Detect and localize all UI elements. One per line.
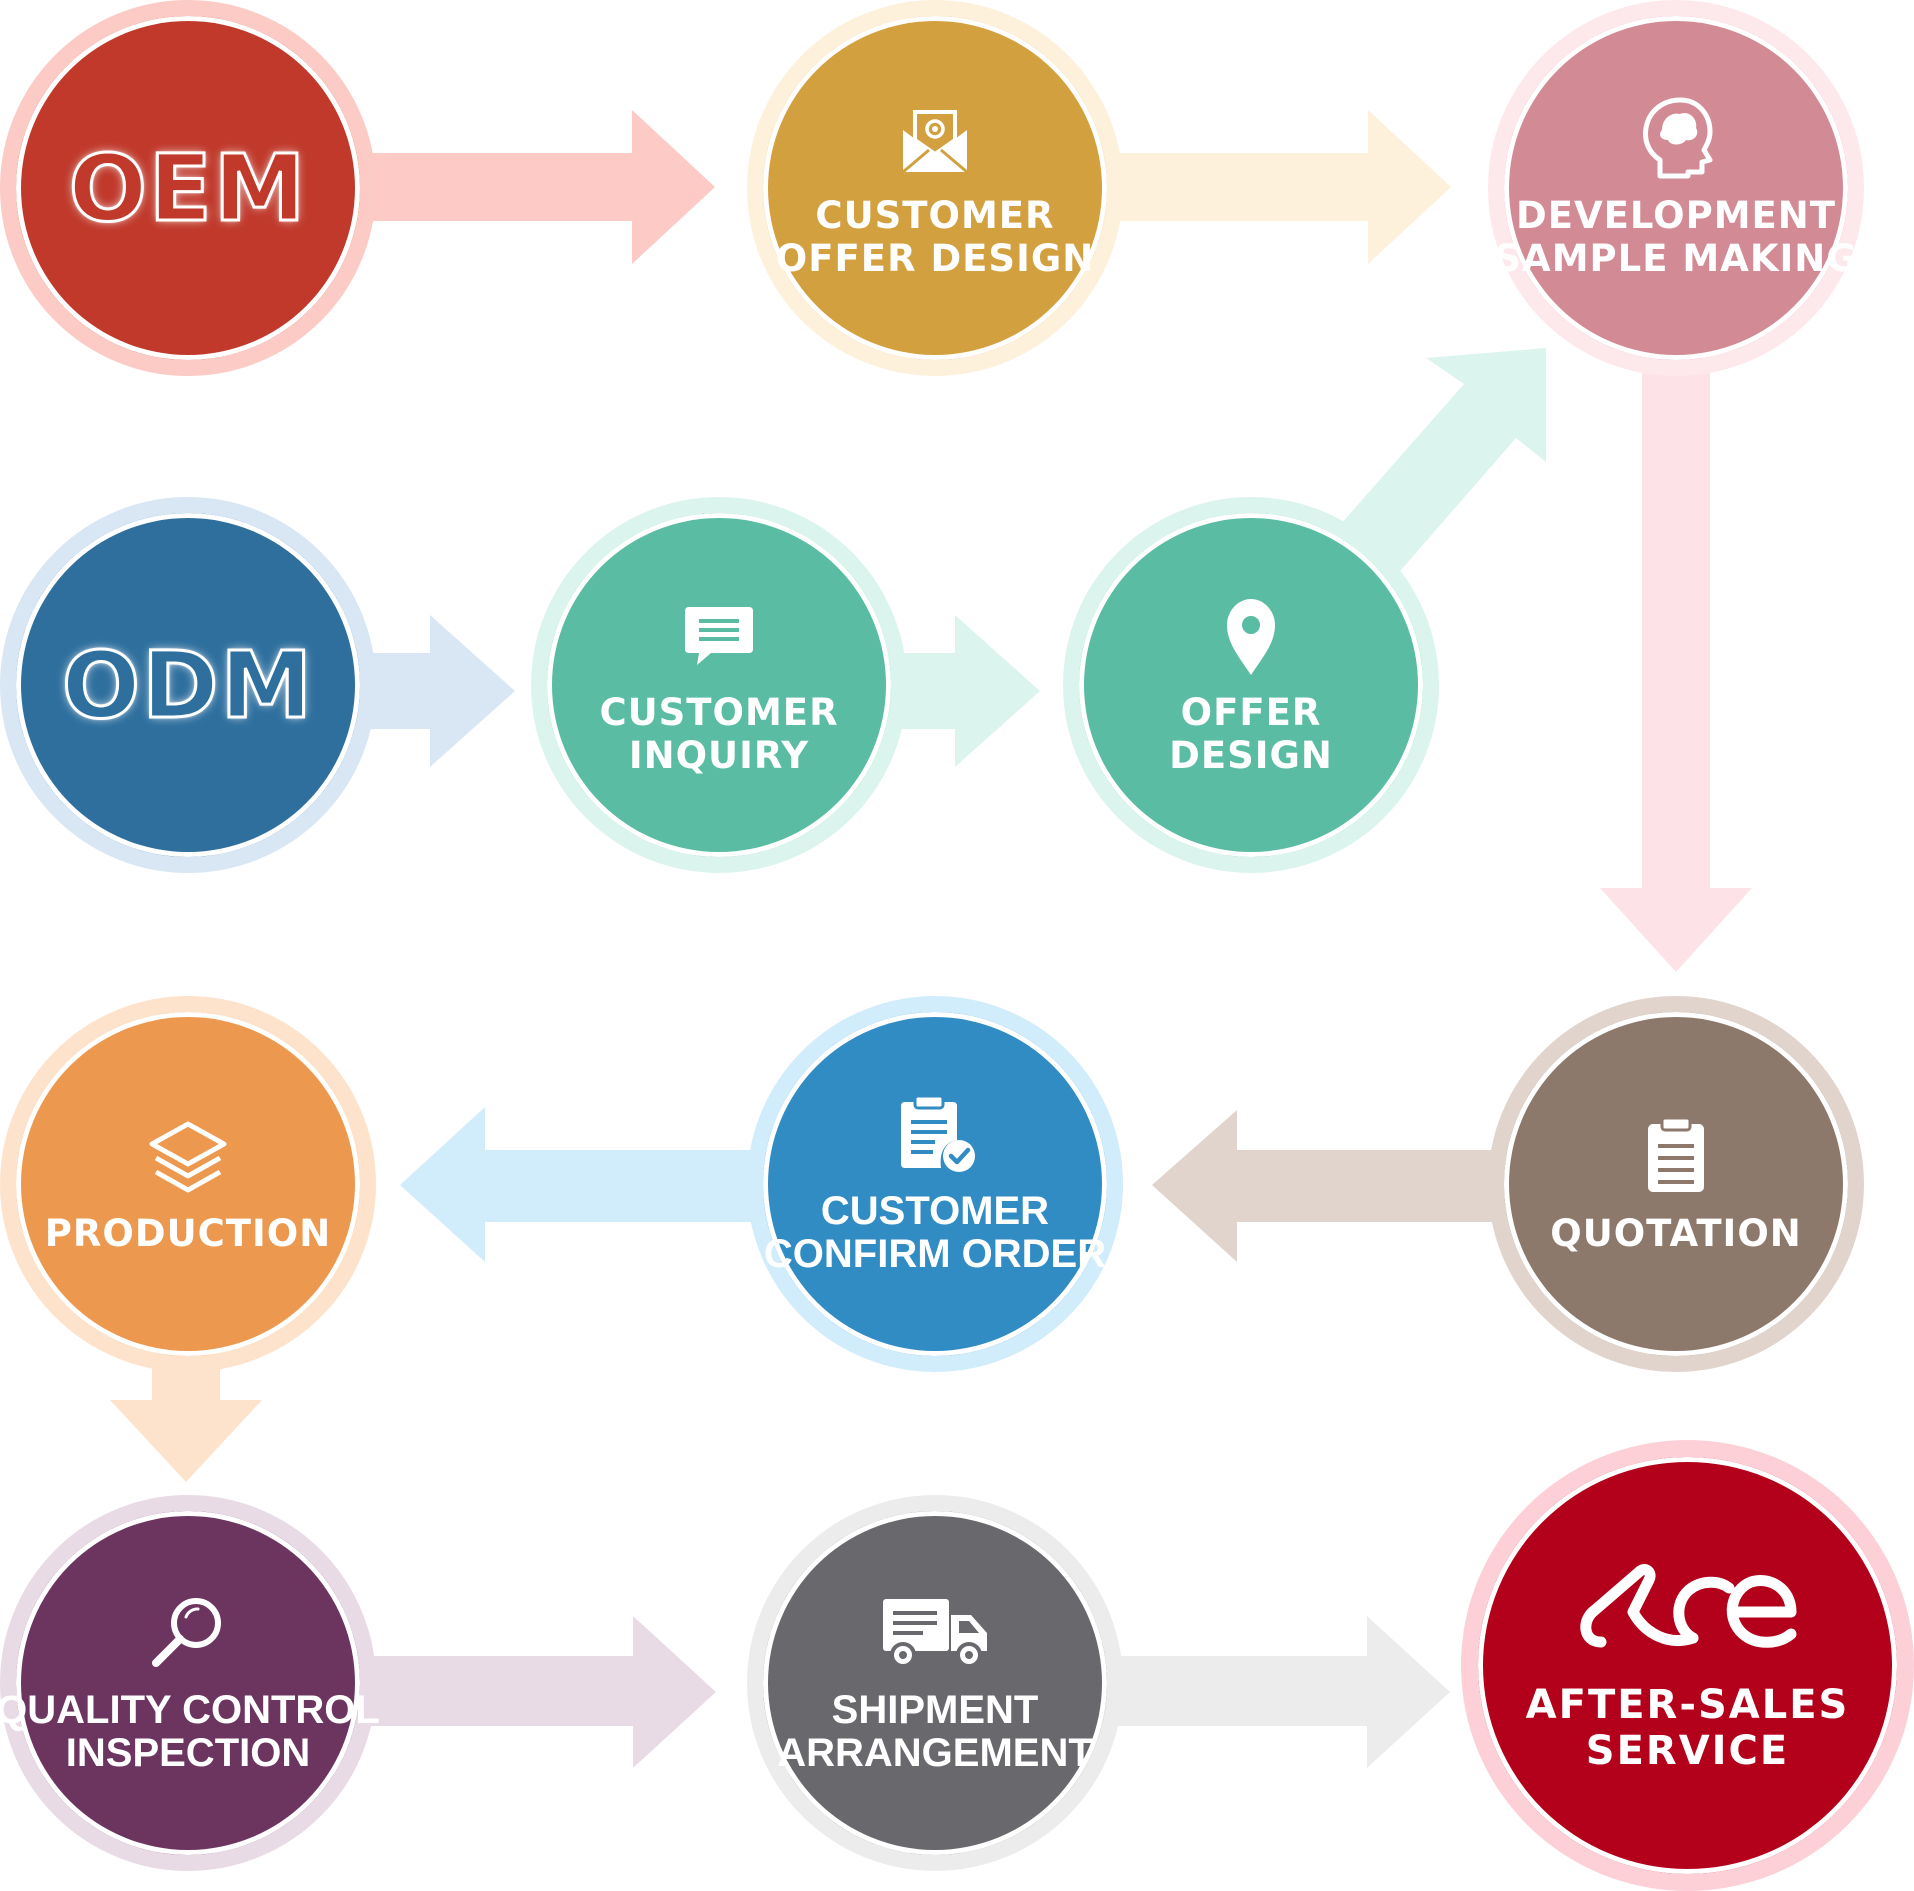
production-node: PRODUCTION: [0, 996, 376, 1372]
clipboard-check-icon: [893, 1092, 977, 1176]
development-sample-making-line-1: DEVELOPMENT: [1515, 194, 1837, 237]
customer-offer-design-line-1: CUSTOMER: [815, 194, 1055, 237]
shipment-arrangement-label: SHIPMENT ARRANGEMENT: [777, 1689, 1093, 1775]
quality-control-inspection-node: QUALITY CONTROL INSPECTION: [0, 1495, 380, 1871]
layers-icon: [146, 1114, 230, 1198]
after-sales-service-line-1: AFTER-SALES: [1525, 1681, 1850, 1728]
quality-control-inspection-line-1: QUALITY CONTROL: [0, 1688, 380, 1732]
arrow-offer-design-to-development-sample-making: [1340, 348, 1546, 578]
customer-confirm-order-label: CUSTOMER CONFIRM ORDER: [764, 1190, 1106, 1276]
customer-inquiry-node: CUSTOMER INQUIRY: [531, 497, 907, 873]
magnifier-icon: [146, 1591, 230, 1675]
development-sample-making-label: DEVELOPMENT SAMPLE MAKING: [1494, 194, 1857, 280]
after-sales-service-label: AFTER-SALES SERVICE: [1526, 1682, 1850, 1774]
customer-offer-design-label: CUSTOMER OFFER DESIGN: [776, 194, 1094, 280]
quotation-node: QUOTATION: [1488, 996, 1864, 1372]
offer-design-node: OFFER DESIGN: [1063, 497, 1439, 873]
email-envelope-icon: [893, 96, 977, 180]
offer-design-line-2: DESIGN: [1169, 734, 1333, 777]
shipment-arrangement-line-1: SHIPMENT: [831, 1688, 1039, 1732]
odm-node: ODM: [0, 497, 376, 873]
clipboard-icon: [1634, 1114, 1718, 1198]
offer-design-line-1: OFFER: [1180, 691, 1322, 734]
customer-inquiry-line-2: INQUIRY: [628, 734, 810, 777]
arrow-customer-confirm-order-to-production: [400, 1107, 760, 1262]
development-sample-making-node: DEVELOPMENT SAMPLE MAKING: [1488, 0, 1864, 376]
arrow-production-to-quality-control-inspection: [110, 1345, 262, 1482]
arrow-odm-to-customer-inquiry: [360, 615, 515, 767]
chat-bubble-icon: [677, 593, 761, 677]
arrow-oem-to-customer-offer-design: [360, 110, 715, 264]
after-sales-service-line-2: SERVICE: [1585, 1727, 1790, 1774]
shipment-arrangement-node: SHIPMENT ARRANGEMENT: [747, 1495, 1123, 1871]
quality-control-inspection-line-2: INSPECTION: [65, 1731, 311, 1775]
quotation-line-1: QUOTATION: [1550, 1211, 1802, 1255]
oem-title: OEM: [67, 133, 308, 243]
production-line-1: PRODUCTION: [44, 1211, 332, 1255]
customer-inquiry-line-1: CUSTOMER: [599, 691, 839, 734]
development-sample-making-line-2: SAMPLE MAKING: [1494, 237, 1858, 280]
arrow-quotation-to-customer-confirm-order: [1152, 1110, 1500, 1262]
production-label: PRODUCTION: [45, 1212, 331, 1255]
shipment-arrangement-line-2: ARRANGEMENT: [777, 1731, 1093, 1775]
delivery-truck-icon: [879, 1591, 991, 1675]
customer-offer-design-line-2: OFFER DESIGN: [775, 237, 1095, 280]
arrow-development-sample-making-to-quotation: [1600, 360, 1752, 972]
customer-confirm-order-line-1: CUSTOMER: [820, 1189, 1050, 1233]
customer-inquiry-label: CUSTOMER INQUIRY: [599, 691, 838, 777]
customer-offer-design-node: CUSTOMER OFFER DESIGN: [747, 0, 1123, 376]
arrow-customer-offer-design-to-development-sample-making: [1098, 110, 1451, 264]
offer-design-label: OFFER DESIGN: [1169, 691, 1333, 777]
customer-confirm-order-line-2: CONFIRM ORDER: [763, 1232, 1107, 1276]
arrow-quality-control-inspection-to-shipment-arrangement: [360, 1616, 716, 1768]
arrow-shipment-arrangement-to-after-sales-service: [1098, 1616, 1450, 1768]
arrow-customer-inquiry-to-offer-design: [890, 615, 1040, 767]
ace-logo-icon: [1573, 1558, 1803, 1658]
brain-head-icon: [1634, 96, 1718, 180]
odm-title: ODM: [60, 630, 315, 740]
after-sales-service-node: AFTER-SALES SERVICE: [1461, 1440, 1914, 1891]
quotation-label: QUOTATION: [1550, 1212, 1802, 1255]
oem-node: OEM: [0, 0, 376, 376]
quality-control-inspection-label: QUALITY CONTROL INSPECTION: [0, 1689, 380, 1775]
location-pin-icon: [1209, 593, 1293, 677]
customer-confirm-order-node: CUSTOMER CONFIRM ORDER: [747, 996, 1123, 1372]
